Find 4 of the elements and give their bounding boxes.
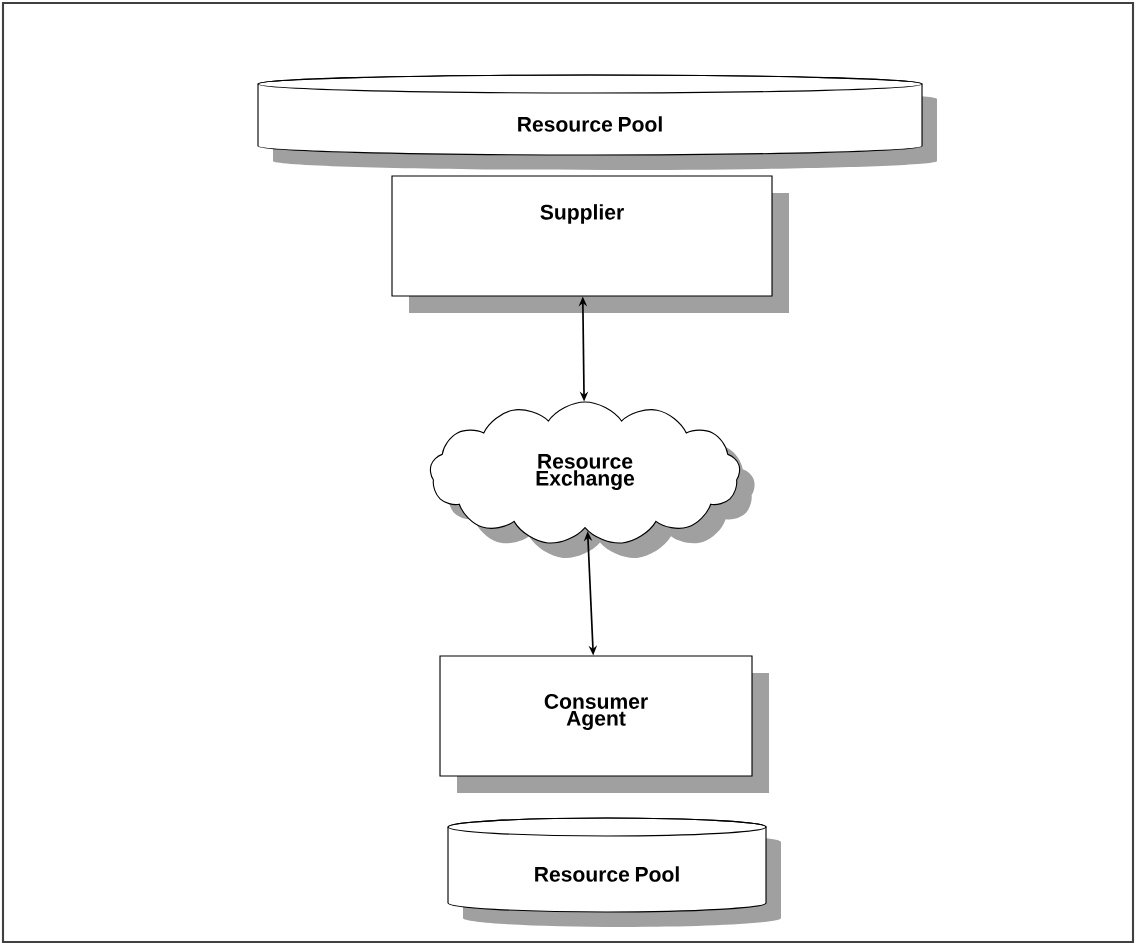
resource-pool-cylinder: Resource Pool — [257, 74, 937, 170]
process-box: Consumer Agent — [439, 655, 769, 793]
process-box: Supplier — [391, 175, 789, 313]
resource-pool-cylinder: Resource Pool — [447, 817, 781, 927]
